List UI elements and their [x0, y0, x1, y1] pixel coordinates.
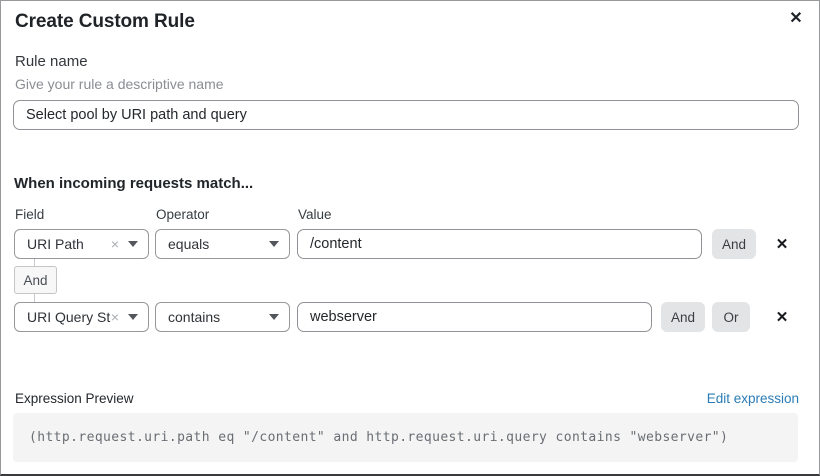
expression-preview-label: Expression Preview	[15, 391, 134, 406]
rule-name-helper-text: Give your rule a descriptive name	[15, 76, 224, 92]
chevron-down-icon	[269, 314, 279, 320]
rule-name-label: Rule name	[15, 53, 88, 70]
add-or-condition-button[interactable]: Or	[712, 302, 750, 332]
value-column-label: Value	[298, 207, 332, 222]
close-icon[interactable]: ✕	[785, 7, 807, 29]
field-select-value: URI Query St...	[27, 309, 111, 325]
operator-select-value: equals	[168, 236, 210, 252]
field-select-value: URI Path	[27, 236, 84, 252]
remove-condition-icon[interactable]: ✕	[771, 229, 793, 259]
condition-value-input[interactable]	[297, 302, 652, 332]
operator-select[interactable]: contains	[155, 302, 290, 332]
chevron-down-icon	[128, 314, 138, 320]
field-select[interactable]: URI Query St... ×	[14, 302, 149, 332]
clear-selection-icon[interactable]: ×	[110, 309, 119, 325]
chevron-down-icon	[269, 241, 279, 247]
expression-code: (http.request.uri.path eq "/content" and…	[29, 430, 729, 445]
match-section-heading: When incoming requests match...	[14, 175, 254, 192]
chevron-down-icon	[128, 241, 138, 247]
operator-column-label: Operator	[156, 207, 210, 222]
page-title: Create Custom Rule	[15, 11, 195, 32]
operator-select[interactable]: equals	[155, 229, 290, 259]
clear-selection-icon[interactable]: ×	[110, 236, 119, 252]
condition-value-input[interactable]	[297, 229, 702, 259]
connector-line	[34, 259, 35, 266]
and-join-badge: And	[14, 266, 57, 294]
remove-condition-icon[interactable]: ✕	[771, 302, 793, 332]
add-and-condition-button[interactable]: And	[712, 229, 756, 259]
add-and-condition-button[interactable]: And	[661, 302, 705, 332]
field-column-label: Field	[15, 207, 45, 222]
expression-preview-box: (http.request.uri.path eq "/content" and…	[13, 413, 798, 462]
rule-name-input[interactable]	[13, 100, 799, 130]
edit-expression-link[interactable]: Edit expression	[706, 391, 799, 406]
field-select[interactable]: URI Path ×	[14, 229, 149, 259]
connector-line	[34, 294, 35, 302]
operator-select-value: contains	[168, 309, 221, 325]
